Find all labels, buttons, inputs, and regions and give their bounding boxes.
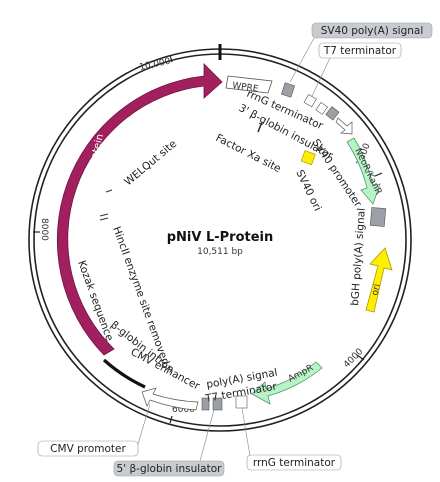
rrng-terminator-bottom-label: rrnG terminator (253, 457, 336, 469)
beta-globin-insulator-3-box[interactable] (325, 106, 340, 121)
rrng-terminator-bottom-leader (241, 407, 251, 457)
cmv-promoter-badge (37, 440, 139, 457)
beta-globin-insulator-5-label: 5' β-globin insulator (117, 463, 223, 475)
beta-globin-insulator-5-box[interactable] (212, 397, 223, 411)
tick-2000 (374, 172, 383, 177)
tick-6000 (169, 415, 173, 424)
hincii-mark-1 (99, 213, 109, 217)
hincii-mark-2 (99, 217, 109, 221)
sv40-polya-label: SV40 poly(A) signal (321, 25, 424, 37)
beta-globin-insulator-5-badge (113, 460, 225, 477)
ori-feature[interactable] (365, 247, 393, 313)
neor-kanr-feature[interactable] (346, 137, 381, 205)
bgh-polya-label: bGH poly(A) signal (349, 208, 368, 307)
factor-xa-site-mark (257, 121, 263, 133)
rrng-terminator-bottom-badge (246, 454, 342, 471)
ampr-feature[interactable] (251, 361, 323, 405)
cmv-promoter-feature[interactable] (141, 387, 199, 411)
welqut-mark (105, 189, 113, 193)
sv40-polya-box[interactable] (281, 82, 295, 98)
beta-globin-insulator-5-leader (199, 409, 215, 462)
welqut-site-label: WELQut site (122, 138, 179, 188)
t7-terminator-leader (311, 57, 331, 97)
wpre-feature[interactable] (225, 75, 273, 94)
nipah-l-protein-feature[interactable] (56, 63, 223, 356)
cmv-region-bar (102, 358, 146, 389)
cmv-promoter-label: CMV promoter (50, 443, 126, 455)
polya-signal-box[interactable] (201, 397, 210, 411)
ori-label: ori (370, 283, 383, 297)
tick-label-8000: 8000 (39, 218, 49, 241)
sv40-ori-label: SV40 ori (293, 168, 323, 213)
t7-terminator-top-badge (318, 42, 402, 59)
sv40-promoter-feature[interactable] (335, 117, 353, 135)
bgh-polya-box[interactable] (369, 207, 387, 227)
wpre-label: WPRE (232, 81, 260, 95)
sv40-polya-badge (311, 22, 433, 39)
tick-10000 (169, 54, 173, 63)
sv40-polya-leader (289, 37, 315, 83)
tick-label-10000: 10,000 (139, 57, 172, 73)
rrng-terminator-bottom-box[interactable] (235, 395, 248, 409)
tick-label-6000: 6000 (172, 405, 195, 415)
t7-terminator-top-label: T7 terminator (323, 45, 397, 57)
plasmid-name: pNiV L-Protein (167, 230, 274, 245)
rrng-terminator-box[interactable] (315, 102, 328, 115)
tick-4000 (356, 354, 365, 361)
factor-xa-site-label: Factor Xa site (214, 132, 283, 175)
cmv-promoter-leader (137, 403, 151, 445)
t7-terminator-box[interactable] (303, 94, 317, 108)
sv40-ori-box[interactable] (300, 150, 316, 166)
plasmid-size: 10,511 bp (197, 247, 243, 257)
